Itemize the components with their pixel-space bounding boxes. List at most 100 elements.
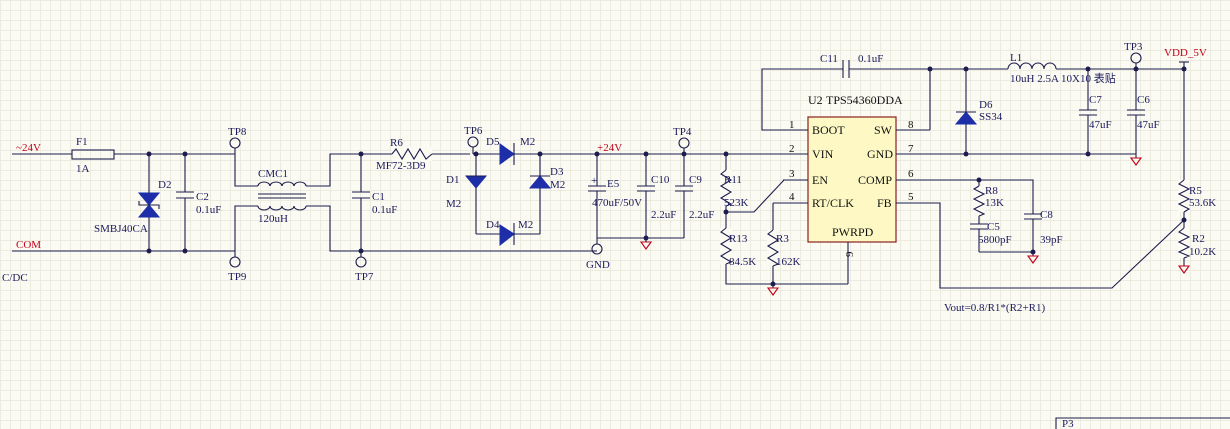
c11-ref: C11 — [820, 53, 838, 65]
c5-ref: C5 — [987, 221, 1000, 233]
tp8-label: TP8 — [228, 126, 247, 138]
test-point-gnd[interactable] — [591, 243, 603, 255]
f1-ref: F1 — [76, 136, 88, 148]
net-label-cdc: C/DC — [2, 272, 28, 284]
enable-section — [719, 154, 849, 296]
r5-ref: R5 — [1189, 185, 1202, 197]
net-label-gnd: GND — [586, 259, 610, 271]
r2-value: 10.2K — [1189, 246, 1216, 258]
c6-ref: C6 — [1137, 94, 1150, 106]
d1-ref: D1 — [446, 174, 459, 186]
d4-ref: D4 — [486, 219, 500, 231]
d6-value: SS34 — [979, 111, 1003, 123]
fuse-f1[interactable] — [71, 149, 115, 160]
c8-ref: C8 — [1040, 209, 1053, 221]
net-label-vdd-5v: VDD_5V — [1164, 47, 1207, 59]
tp9-label: TP9 — [228, 271, 247, 283]
d1-value: M2 — [446, 198, 461, 210]
cmc1-ref: CMC1 — [258, 168, 288, 180]
pin-num-2: 2 — [789, 143, 795, 155]
c1-value: 0.1uF — [372, 204, 397, 216]
c10-value: 2.2uF — [651, 209, 676, 221]
r3-ref: R3 — [776, 233, 789, 245]
e5-plus: + — [591, 175, 597, 187]
pin-num-9: 9 — [844, 251, 856, 257]
c11-value: 0.1uF — [858, 53, 883, 65]
compensation-section — [930, 69, 1191, 289]
c7-value: 47uF — [1089, 119, 1112, 131]
ic-part: TPS54360DDA — [826, 93, 903, 107]
d2-ref: D2 — [158, 179, 171, 191]
ic-pad-label: PWRPD — [832, 225, 874, 239]
tp7-label: TP7 — [355, 271, 374, 283]
d3-value: M2 — [550, 179, 565, 191]
ic-pin-comp: COMP — [858, 173, 892, 187]
test-point-tp3[interactable] — [1130, 52, 1142, 64]
pin-num-8: 8 — [908, 119, 914, 131]
ic-pin-fb: FB — [877, 196, 892, 210]
cmc1-value: 120uH — [258, 213, 288, 225]
r11-ref: R11 — [724, 174, 742, 186]
e5-ref: E5 — [607, 178, 620, 190]
pin-num-6: 6 — [908, 168, 914, 180]
c2-value: 0.1uF — [196, 204, 221, 216]
r6-value: MF72-3D9 — [376, 160, 426, 172]
test-point-tp6[interactable] — [467, 136, 479, 148]
c6-value: 47uF — [1137, 119, 1160, 131]
pin-num-1: 1 — [789, 119, 795, 131]
d4-value: M2 — [518, 219, 533, 231]
c8-value: 39pF — [1040, 234, 1063, 246]
pin-num-5: 5 — [908, 191, 914, 203]
pin-num-7: 7 — [908, 143, 914, 155]
ic-pin-vin: VIN — [812, 147, 834, 161]
tp4-label: TP4 — [673, 126, 692, 138]
c5-value: 5800pF — [978, 234, 1012, 246]
connector-p3-frame — [1055, 417, 1230, 429]
l1-ref: L1 — [1010, 52, 1022, 64]
ic-u2[interactable] — [783, 116, 930, 260]
input-section — [12, 137, 597, 268]
f1-value: 1A — [76, 163, 90, 175]
c10-ref: C10 — [651, 174, 670, 186]
connector-p3-label: P3 — [1062, 418, 1074, 429]
r8-ref: R8 — [985, 185, 998, 197]
r8-value: 13K — [985, 197, 1004, 209]
test-point-tp9[interactable] — [229, 256, 241, 268]
c7-ref: C7 — [1089, 94, 1102, 106]
r6-ref: R6 — [390, 137, 403, 149]
c9-ref: C9 — [689, 174, 702, 186]
switch-section — [761, 52, 1189, 166]
r13-value: 84.5K — [729, 256, 756, 268]
pin-num-4: 4 — [789, 191, 795, 203]
labels: ~24V COM C/DC +24V GND VDD_5V P3 TP8 TP9… — [2, 41, 1216, 429]
bridge-section — [464, 136, 630, 247]
test-point-tp8[interactable] — [229, 137, 241, 149]
ic-pin-en: EN — [812, 173, 828, 187]
d2-value: SMBJ40CA — [94, 223, 148, 235]
c1-ref: C1 — [372, 191, 385, 203]
ic-ref: U2 — [808, 93, 823, 107]
ic-pin-rtclk: RT/CLK — [812, 196, 854, 210]
c9-value: 2.2uF — [689, 209, 714, 221]
net-label-24v-ac: ~24V — [16, 142, 41, 154]
r11-value: 523K — [724, 197, 749, 209]
l1-value: 10uH 2.5A 10X10 表贴 — [1010, 71, 1116, 85]
d3-ref: D3 — [550, 166, 564, 178]
d5-ref: D5 — [486, 136, 500, 148]
test-point-tp7[interactable] — [355, 256, 367, 268]
d5-value: M2 — [520, 136, 535, 148]
net-label-com: COM — [16, 239, 41, 251]
test-point-tp4[interactable] — [678, 137, 690, 149]
c2-ref: C2 — [196, 191, 209, 203]
ic-pin-boot: BOOT — [812, 123, 845, 137]
r13-ref: R13 — [729, 233, 748, 245]
r5-value: 53.6K — [1189, 197, 1216, 209]
bulk-cap-section — [588, 137, 808, 255]
net-label-plus-24v: +24V — [597, 142, 622, 154]
pin-num-3: 3 — [789, 168, 795, 180]
ic-pin-gnd: GND — [867, 147, 893, 161]
r3-value: 162K — [776, 256, 801, 268]
vout-formula-note: Vout=0.8/R1*(R2+R1) — [944, 302, 1045, 314]
e5-value: 470uF/50V — [592, 197, 642, 209]
